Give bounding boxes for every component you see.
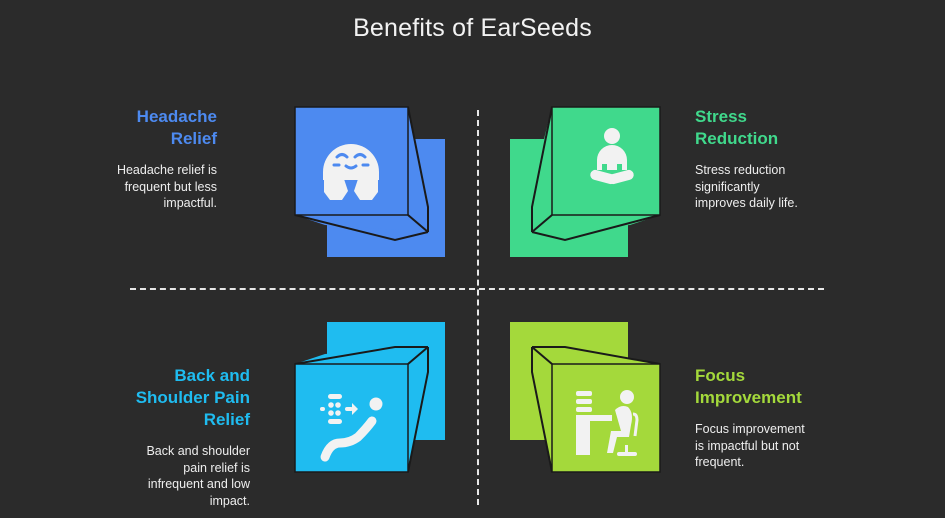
back-shoulder-relief-heading: Back and Shoulder Pain Relief — [100, 365, 250, 431]
headache-relief-label: Headache Relief Headache relief is frequ… — [67, 106, 217, 212]
heading-line: Headache — [136, 107, 217, 126]
heading-line: Improvement — [695, 388, 802, 407]
back-shoulder-relief-description: Back and shoulder pain relief is infrequ… — [100, 443, 250, 509]
desc-line: impact. — [209, 493, 250, 508]
desc-line: is impactful but not — [695, 438, 800, 453]
happy-face-hands-icon — [323, 144, 379, 200]
heading-line: Reduction — [695, 129, 779, 148]
stress-reduction-label: Stress Reduction Stress reduction signif… — [695, 106, 845, 212]
stress-reduction-heading: Stress Reduction — [695, 106, 845, 150]
meditation-icon — [590, 128, 634, 185]
headache-relief-heading: Headache Relief — [67, 106, 217, 150]
heading-line: Relief — [203, 410, 250, 429]
focus-improvement-label: Focus Improvement Focus improvement is i… — [695, 365, 845, 471]
page-title: Benefits of EarSeeds — [353, 14, 592, 42]
desc-line: impactful. — [163, 196, 218, 210]
heading-line: Stress — [695, 107, 747, 126]
headache-relief-description: Headache relief is frequent but less imp… — [67, 162, 217, 212]
heading-line: Shoulder Pain — [135, 388, 250, 407]
stress-reduction-description: Stress reduction significantly improves … — [695, 162, 845, 212]
seat-massage-icon — [320, 394, 383, 462]
desc-line: Focus improvement — [695, 422, 805, 436]
heading-line: Focus — [695, 366, 746, 385]
heading-line: Relief — [170, 129, 217, 148]
headache-relief-cube — [290, 102, 450, 262]
desc-line: infrequent and low — [147, 477, 250, 491]
desc-line: Stress reduction — [695, 163, 786, 177]
focus-improvement-description: Focus improvement is impactful but not f… — [695, 421, 845, 471]
vertical-axis-divider — [477, 110, 479, 505]
focus-improvement-heading: Focus Improvement — [695, 365, 845, 409]
desc-line: Headache relief is — [116, 163, 217, 177]
desc-line: Back and shoulder — [146, 444, 250, 458]
back-shoulder-relief-cube — [290, 317, 450, 477]
back-shoulder-relief-label: Back and Shoulder Pain Relief Back and s… — [100, 365, 250, 509]
stress-reduction-cube — [505, 102, 665, 262]
horizontal-axis-divider — [130, 288, 824, 290]
desc-line: pain relief is — [183, 460, 250, 475]
desc-line: improves daily life. — [695, 196, 798, 210]
person-at-desk-icon — [576, 390, 639, 456]
heading-line: Back and — [174, 366, 250, 385]
focus-improvement-cube — [505, 317, 665, 477]
desc-line: frequent. — [695, 455, 745, 469]
desc-line: frequent but less — [124, 179, 217, 194]
desc-line: significantly — [695, 179, 760, 194]
